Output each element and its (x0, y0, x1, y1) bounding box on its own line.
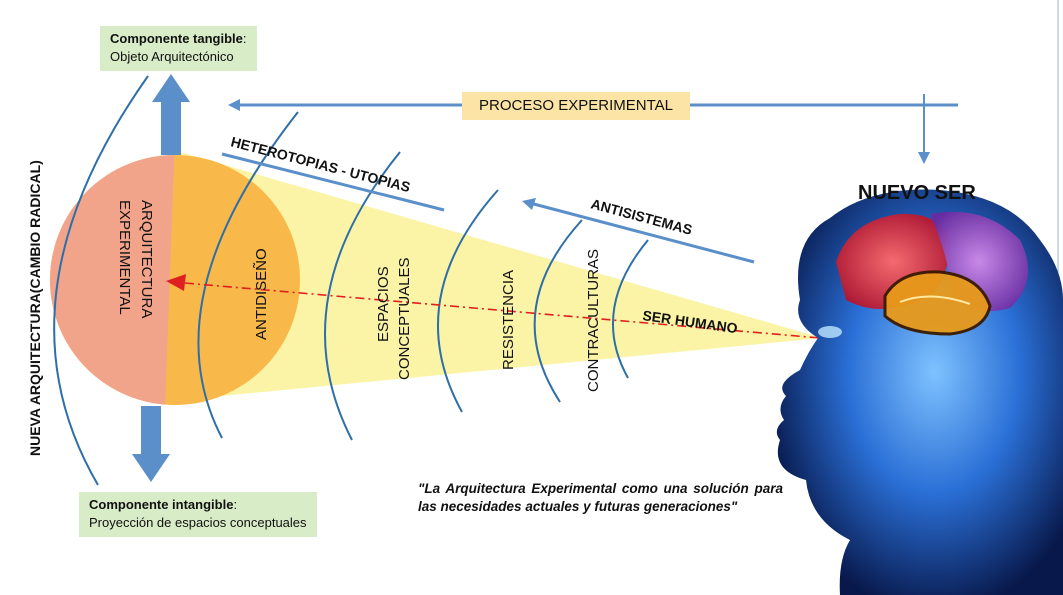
intangible-desc: Proyección de espacios conceptuales (89, 515, 307, 530)
antidiseno-label: ANTIDISEÑO (253, 248, 270, 340)
tangible-desc: Objeto Arquitectónico (110, 49, 234, 64)
tangible-sep: : (242, 31, 247, 46)
arc-5 (611, 239, 649, 379)
intangible-box: Componente intangible: Proyección de esp… (79, 492, 317, 537)
resistencia-label: RESISTENCIA (500, 270, 517, 370)
circle-label-line1: ARQUITECTURA (138, 200, 155, 318)
nuevo-ser-label: NUEVO SER (858, 182, 976, 204)
circle-label: ARQUITECTURA EXPERIMENTAL (116, 200, 155, 318)
contraculturas-label: CONTRACULTURAS (585, 249, 602, 392)
vision-dashed-arrow (166, 274, 821, 339)
arc-4 (533, 219, 583, 403)
espacios-line2: CONCEPTUALES (396, 257, 413, 380)
vision-beam (180, 152, 822, 400)
arc-1 (197, 111, 299, 439)
espacios-line1: ESPACIOS (375, 266, 392, 342)
outer-arc (53, 75, 149, 486)
circle-left-half (50, 155, 180, 405)
circle-label-line2: EXPERIMENTAL (116, 200, 133, 315)
intangible-title: Componente intangible (89, 497, 234, 512)
heterotopias-arrow (221, 152, 445, 212)
antisistemas-arrow (522, 198, 755, 264)
down-arrow-icon (132, 406, 170, 482)
brain-head-icon (776, 189, 1063, 595)
tangible-title: Componente tangible (110, 31, 243, 46)
arc-3 (437, 189, 499, 413)
quote-text: "La Arquitectura Experimental como una s… (418, 481, 783, 514)
tangible-box: Componente tangible: Objeto Arquitectóni… (100, 26, 257, 71)
espacios-label: ESPACIOS CONCEPTUALES (375, 257, 413, 380)
process-label: PROCESO EXPERIMENTAL (462, 92, 690, 120)
process-flow (228, 94, 958, 164)
up-arrow-icon (152, 74, 190, 155)
intangible-sep: : (233, 497, 238, 512)
left-axis-label: NUEVA ARQUITECTURA(CAMBIO RADICAL) (27, 160, 43, 456)
